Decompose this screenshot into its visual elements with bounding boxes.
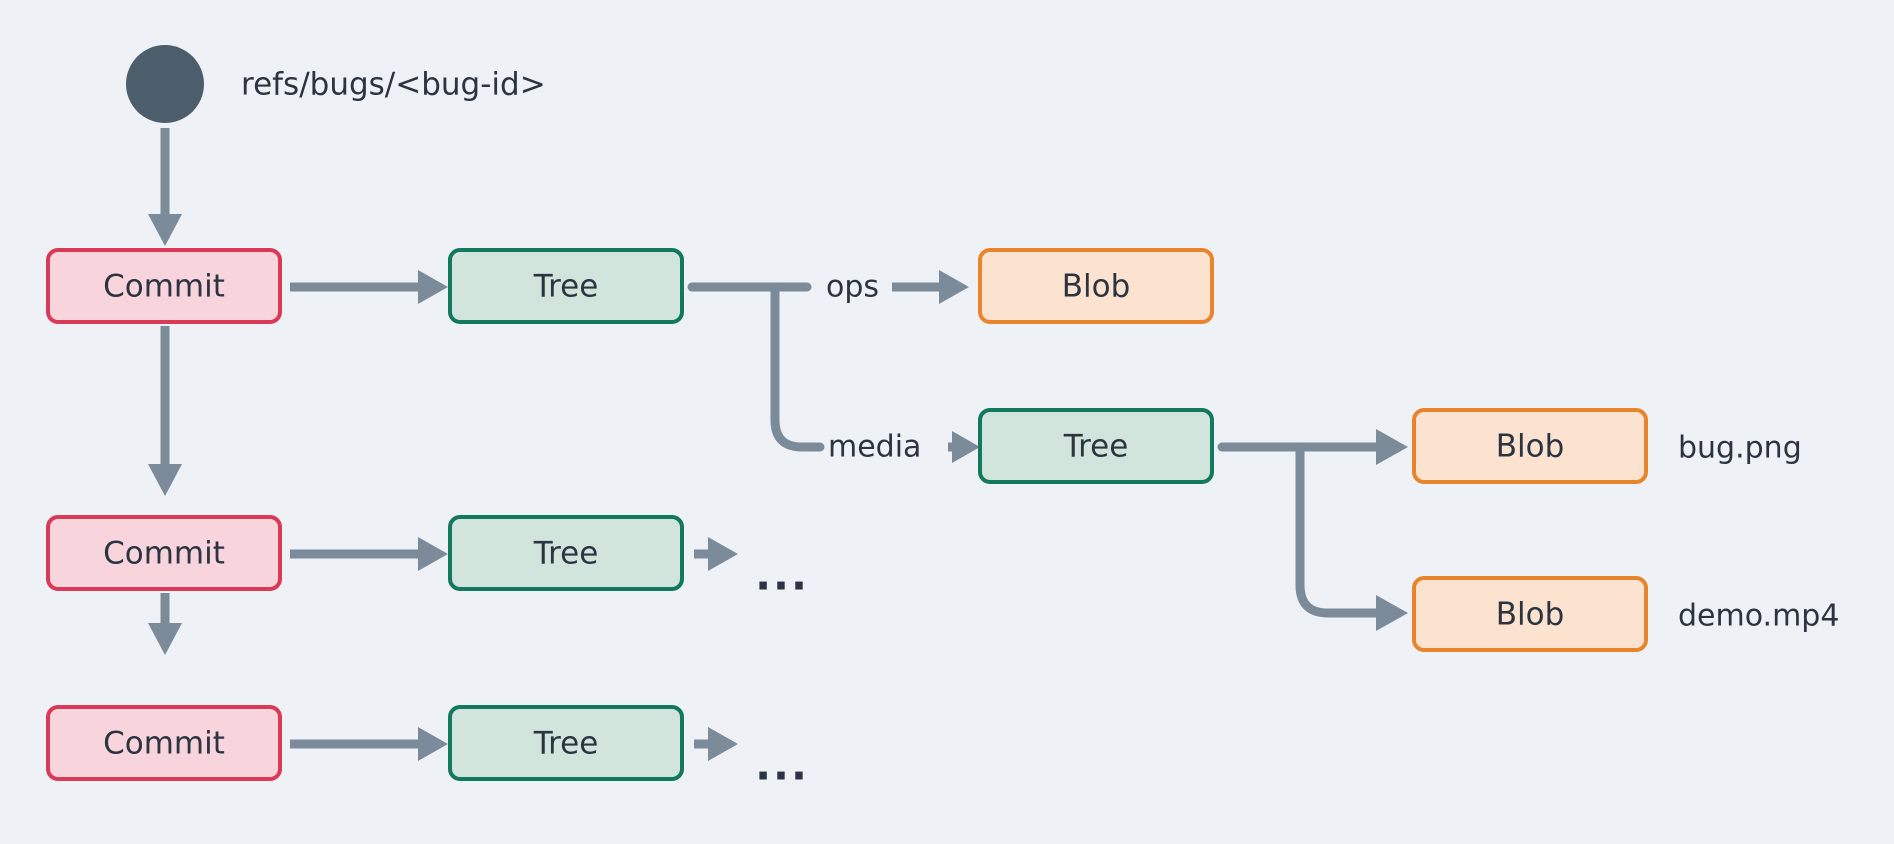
edge-commit2-to-tree2 [290, 537, 448, 571]
node-blob-ops-label: Blob [1062, 269, 1131, 305]
edge-ref-to-commit1 [148, 128, 182, 246]
node-blob-ops[interactable]: Blob [978, 248, 1214, 324]
node-commit-3[interactable]: Commit [46, 705, 282, 781]
edge-commit1-to-commit2 [148, 326, 182, 496]
node-commit-1[interactable]: Commit [46, 248, 282, 324]
node-tree-root-3-label: Tree [533, 726, 599, 762]
node-tree-root-2-label: Tree [533, 536, 599, 572]
edge-tree3-to-ellipsis [694, 727, 738, 761]
node-tree-root-1[interactable]: Tree [448, 248, 684, 324]
ref-dot-icon [126, 45, 204, 123]
edge-tree1-fork [687, 282, 825, 452]
edge-treemedia-fork [1217, 429, 1408, 631]
ellipsis-row-2: ... [755, 551, 809, 600]
edge-media-to-tree [948, 431, 980, 463]
node-tree-root-1-label: Tree [533, 269, 599, 305]
edge-tree2-to-ellipsis [694, 537, 738, 571]
ellipsis-row-3: ... [755, 741, 809, 790]
node-commit-2[interactable]: Commit [46, 515, 282, 591]
edge-ops-to-blob [892, 270, 969, 304]
node-commit-1-label: Commit [103, 269, 225, 305]
node-tree-media[interactable]: Tree [978, 408, 1214, 484]
node-commit-2-label: Commit [103, 536, 225, 572]
edge-commit1-to-tree1 [290, 270, 448, 304]
node-blob-bug[interactable]: Blob [1412, 408, 1648, 484]
edge-commit3-to-tree3 [290, 727, 448, 761]
node-tree-media-label: Tree [1063, 429, 1129, 465]
node-blob-bug-label: Blob [1496, 429, 1565, 465]
side-label-bug-png: bug.png [1678, 431, 1802, 466]
edge-label-media: media [828, 430, 921, 465]
node-commit-3-label: Commit [103, 726, 225, 762]
ref-label: refs/bugs/<bug-id> [241, 67, 546, 103]
side-label-demo-mp4: demo.mp4 [1678, 599, 1839, 634]
node-tree-root-2[interactable]: Tree [448, 515, 684, 591]
node-blob-demo[interactable]: Blob [1412, 576, 1648, 652]
node-tree-root-3[interactable]: Tree [448, 705, 684, 781]
edge-label-ops: ops [826, 270, 879, 305]
node-blob-demo-label: Blob [1496, 597, 1565, 633]
edge-commit2-to-commit3 [148, 593, 182, 655]
